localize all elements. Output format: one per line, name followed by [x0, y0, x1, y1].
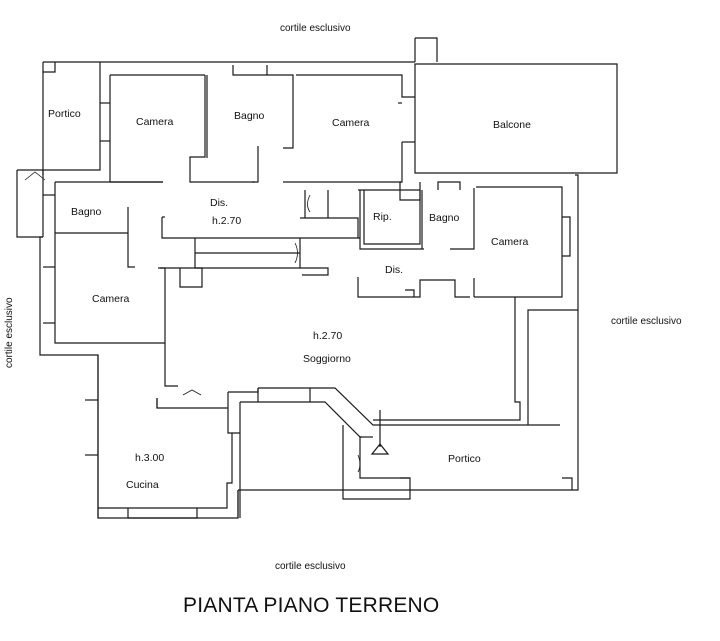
soggiorno-walls	[157, 297, 578, 437]
room-label-cucina: Cucina	[126, 479, 159, 491]
room-label-bagno-1: Bagno	[234, 110, 265, 122]
west-rooms-walls	[43, 195, 165, 343]
room-label-portico-se: Portico	[448, 453, 481, 465]
room-label-bagno-2: Bagno	[71, 206, 102, 218]
balcone-outline	[415, 64, 617, 173]
drawing-title: PIANTA PIANO TERRENO	[183, 594, 440, 617]
room-label-balcone: Balcone	[493, 119, 531, 131]
room-label-camera-2: Camera	[332, 117, 370, 129]
north-rooms-walls	[110, 65, 420, 200]
room-label-rip: Rip.	[373, 211, 392, 223]
label-cortile-right: cortile esclusivo	[611, 316, 682, 327]
room-label-dis-1-height: h.2.70	[212, 215, 242, 227]
room-label-portico-nw: Portico	[48, 108, 81, 120]
door-swings	[25, 172, 360, 472]
cucina-walls	[85, 355, 240, 518]
outer-walls	[17, 38, 578, 518]
room-label-camera-3: Camera	[491, 236, 529, 248]
label-cortile-left: cortile esclusivo	[4, 297, 15, 368]
room-label-cucina-height: h.3.00	[135, 452, 165, 464]
room-label-soggiorno: Soggiorno	[303, 353, 351, 365]
room-label-dis-2: Dis.	[385, 264, 404, 276]
portico-se-walls	[343, 410, 572, 499]
room-label-camera-4: Camera	[92, 293, 130, 305]
label-cortile-top: cortile esclusivo	[280, 23, 351, 34]
room-label-dis-1: Dis.	[210, 197, 229, 209]
room-label-camera-1: Camera	[136, 116, 174, 128]
label-cortile-bottom: cortile esclusivo	[275, 561, 346, 572]
corridor-walls	[55, 182, 360, 287]
room-label-soggiorno-height: h.2.70	[313, 330, 343, 342]
room-label-bagno-3: Bagno	[429, 212, 460, 224]
east-rooms-walls	[358, 182, 570, 297]
